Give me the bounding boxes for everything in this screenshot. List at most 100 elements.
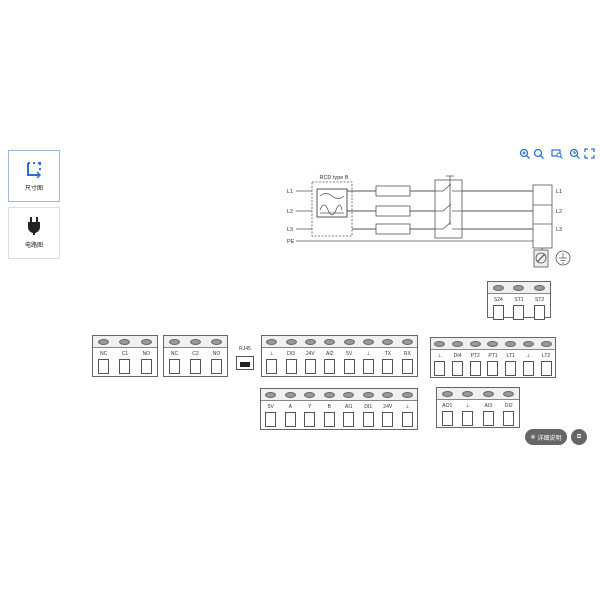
terminal-slot [323,412,335,427]
terminal-label: ⊥ [526,352,531,359]
screw-icon [382,338,394,345]
zoom-out-icon[interactable] [533,146,544,159]
screw-icon [462,390,474,397]
fullscreen-icon[interactable] [584,146,595,159]
screw-icon [382,391,394,398]
terminal-slot [492,305,504,320]
zoom-in-icon[interactable] [519,146,530,159]
terminal-slot [513,305,525,320]
reset-view-icon[interactable] [569,146,580,159]
screw-icon [304,338,316,345]
terminal-label: ⊥ [437,352,443,359]
screw-icon [343,338,355,345]
terminal-label: AI3 [484,402,492,409]
terminal-label: DI2 [504,402,513,409]
terminal-slot [362,412,374,427]
share-button[interactable]: ⧉ [571,429,587,445]
terminal-label: LT1 [506,352,515,359]
terminal-slot [285,359,297,374]
fit-view-icon[interactable] [551,146,563,159]
share-icon: ⧉ [576,433,582,440]
terminal-slot [98,359,110,374]
terminal-slot [363,359,375,374]
terminal-slot [140,359,152,374]
screw-icon [266,338,278,345]
dimension-icon [27,162,42,178]
rj45-icon [236,356,254,370]
screw-icon [119,338,131,345]
terminal-label: NC [170,350,179,357]
terminal-label: A [288,403,292,410]
terminal-slot [211,359,222,374]
terminal-label: PT1 [488,352,498,359]
terminal-slot [324,359,336,374]
screw-icon [265,391,277,398]
terminal-slot [265,412,277,427]
terminal-block-io3: ⊥ DI4 PT2 PT1 LT1 ⊥ LT2 [430,337,556,378]
terminal-slot [401,359,413,374]
terminal-slot [441,411,453,426]
terminal-slot [487,361,499,376]
terminal-label: LT2 [541,352,551,359]
chat-icon: ✲ [530,434,536,441]
terminal-label: 24V [383,403,393,410]
sidebar-item-dimension[interactable]: 尺寸图 [8,150,60,202]
chat-button[interactable]: ✲详细说明 [525,429,567,445]
screw-icon [513,284,525,291]
terminal-label: AI1 [344,403,353,410]
terminal-slot [540,361,552,376]
terminal-label: AI2 [326,350,334,357]
terminal-row [488,305,550,320]
terminal-slot [119,359,131,374]
label-row: ⊥ DI4 PT2 PT1 LT1 ⊥ LT2 [431,350,555,361]
terminal-label: PT2 [470,352,480,359]
terminal-label: DI1 [364,403,373,410]
screw-icon [343,391,355,398]
terminal-slot [401,412,413,427]
terminal-label: Y [308,403,312,410]
line-label-right: L2 [556,209,562,215]
screw-row [164,336,227,348]
line-label-left: L2 [287,209,293,215]
terminal-label: AO1 [442,402,453,409]
terminal-slot [304,412,316,427]
screw-icon [284,391,296,398]
terminal-row [261,412,417,427]
screw-icon [323,391,335,398]
screw-icon [362,391,374,398]
terminal-label: ST2 [535,296,545,303]
terminal-label: ⊥ [366,350,371,357]
screw-icon [522,340,534,347]
terminal-slot [169,359,180,374]
screw-icon [211,338,222,345]
line-label-right: L1 [556,189,562,195]
screw-icon [441,390,453,397]
screw-row [262,336,417,348]
terminal-slot [343,412,355,427]
terminal-label: NO [212,350,221,357]
chat-label: 详细说明 [537,435,562,442]
line-label-left: L3 [287,227,293,233]
screw-icon [304,391,316,398]
terminal-slot [382,359,394,374]
terminal-slot [266,359,278,374]
terminal-label: TX [384,350,392,357]
terminal-slot [382,412,394,427]
terminal-label: 24V [305,350,315,357]
terminal-label: RX [403,350,411,357]
terminal-label: DI4 [453,352,462,359]
terminal-row [437,411,519,426]
screw-icon [534,284,546,291]
sidebar-item-circuit[interactable]: 电路图 [8,207,60,259]
terminal-slot [434,361,446,376]
screw-icon [505,340,517,347]
terminal-label: ST1 [514,296,524,303]
terminal-label: S24 [493,296,503,303]
screw-row [261,389,417,401]
